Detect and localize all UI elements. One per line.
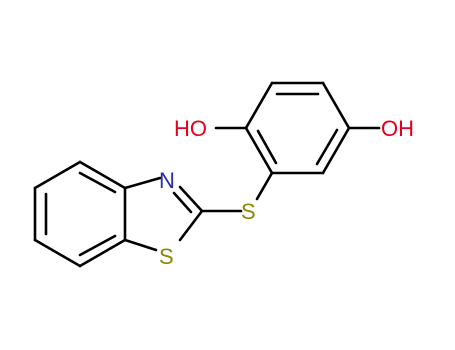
- nitrogen-label: N: [159, 168, 175, 193]
- double-bond-c3a-c4b: [78, 171, 117, 194]
- thiazole-ring: [123, 176, 204, 252]
- hydroquinone-ring: [244, 81, 351, 175]
- sulfur-thioether-label: S: [241, 199, 256, 224]
- sulfur-ring-label: S: [159, 244, 174, 269]
- bond-c3-c4: [321, 81, 351, 130]
- bond-s-ring-c2btz: [178, 209, 204, 242]
- bond-c3a-c4b: [78, 160, 127, 190]
- bond-c6-c1: [244, 126, 274, 175]
- bond-c6b-c7b: [33, 238, 82, 268]
- bond-n-c3a: [123, 176, 162, 190]
- bond-c4b-c5b: [33, 160, 82, 190]
- bond-c2btz-n: [178, 185, 204, 213]
- bond-c7b-c7a: [78, 238, 127, 268]
- double-bond-c7b-c7a: [78, 234, 117, 257]
- double-bond-c6-c1: [256, 129, 278, 165]
- bond-c1-c2: [244, 81, 274, 130]
- double-bond-c4-c5: [315, 128, 339, 166]
- bond-c7a-s-ring: [123, 238, 158, 252]
- bond-c4-c5: [321, 126, 351, 175]
- oh-right-label: OH: [381, 116, 414, 141]
- bond-c6-s-thioether: [255, 171, 274, 201]
- double-bond-c2btz-n: [172, 191, 193, 214]
- oh-left-label: HO: [174, 116, 207, 141]
- benzo-ring: [33, 160, 127, 268]
